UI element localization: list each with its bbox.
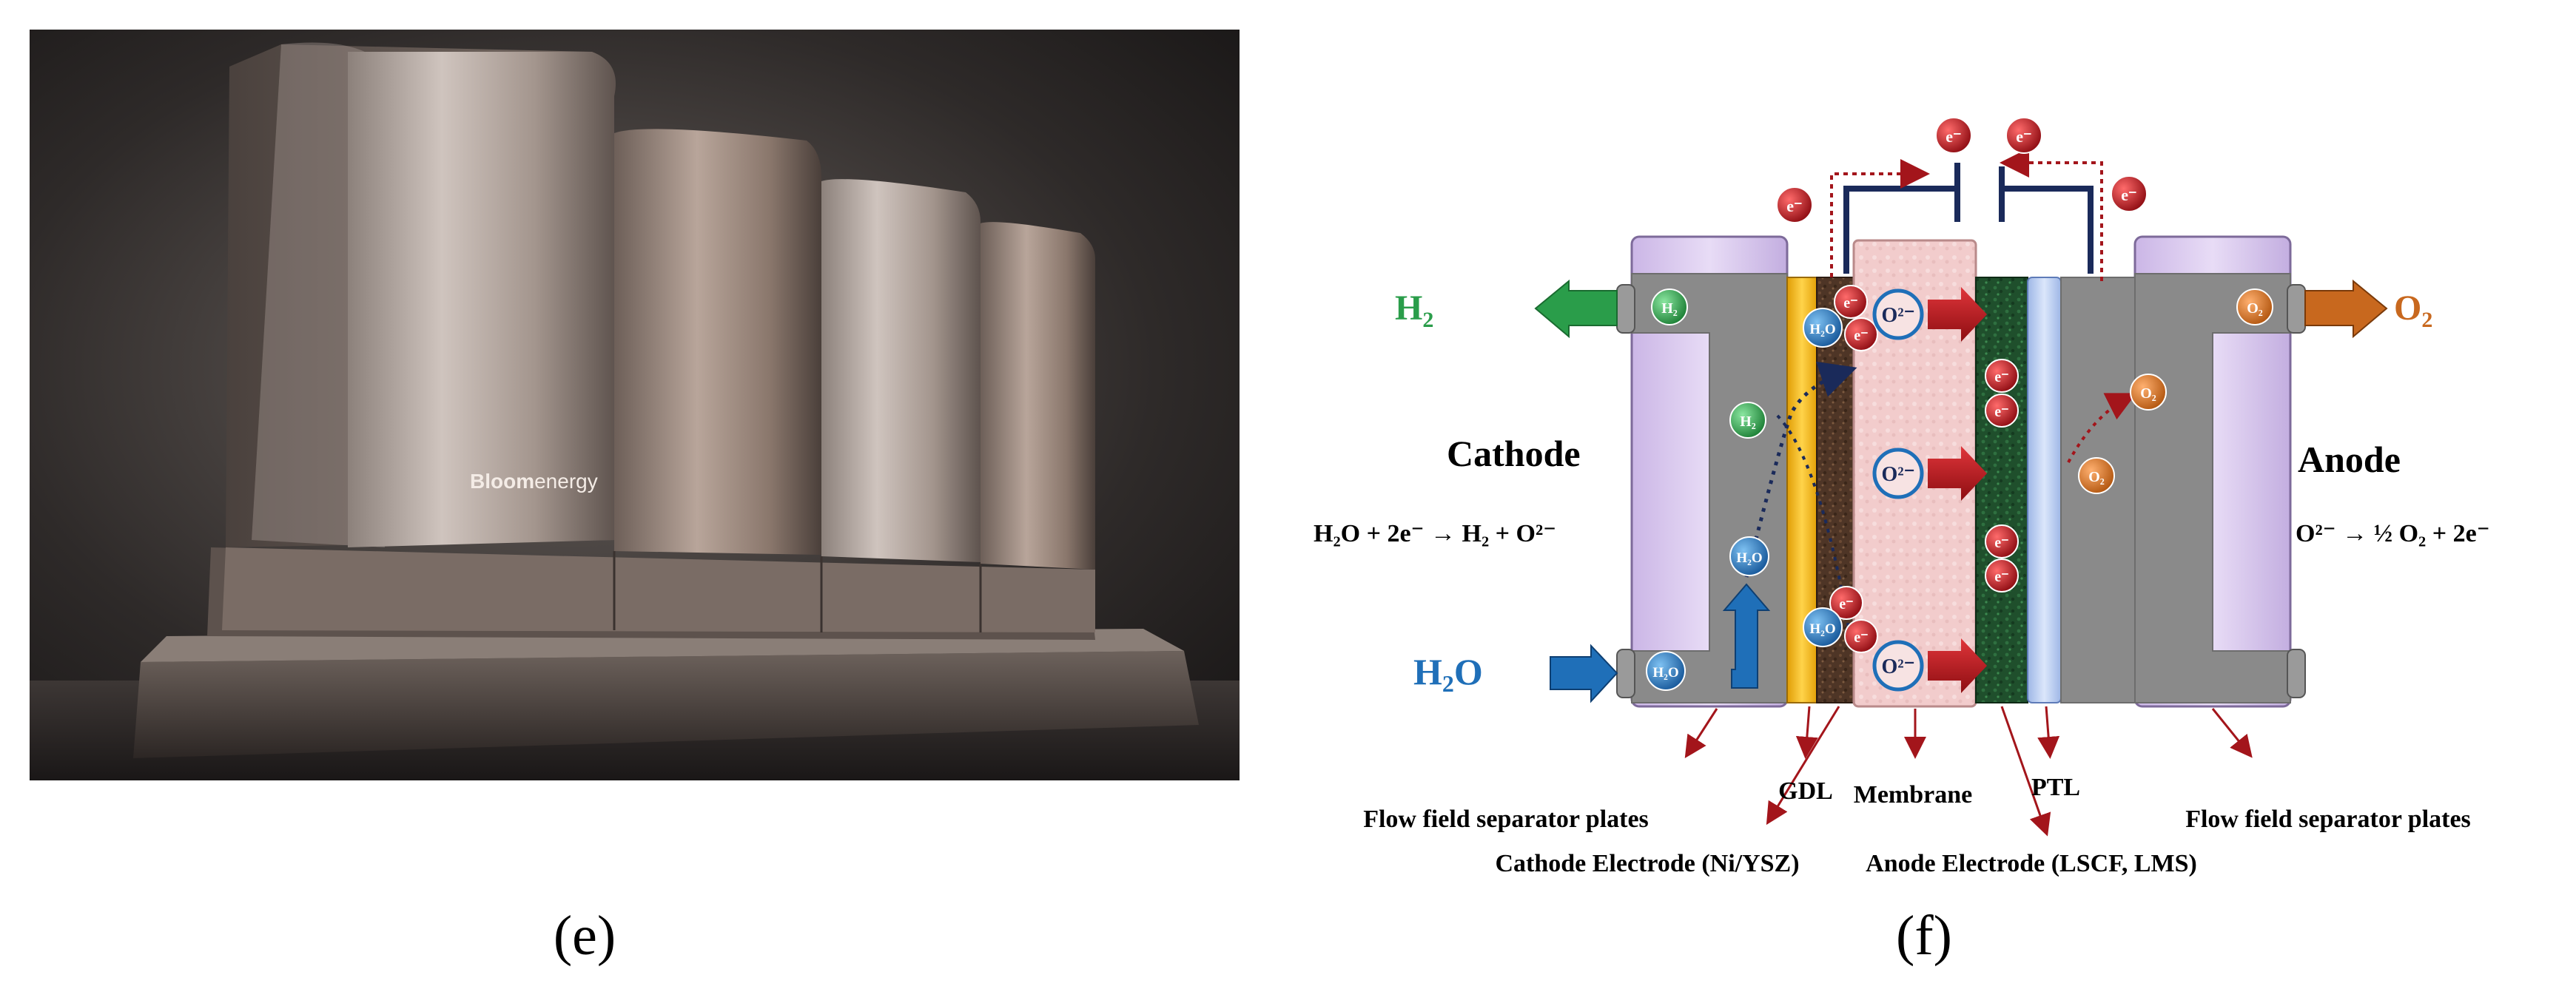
svg-text:e⁻: e⁻ xyxy=(1994,369,2008,385)
caption-f: (f) xyxy=(1896,905,1952,967)
membrane-label: Membrane xyxy=(1854,781,1973,809)
hydrogen-bubbles: H₂ H₂ xyxy=(1651,288,1766,439)
anode-electrode-label: Anode Electrode (LSCF, LMS) xyxy=(1866,850,2197,877)
cathode-electrode-label: Cathode Electrode (Ni/YSZ) xyxy=(1495,850,1799,877)
svg-text:H₂: H₂ xyxy=(1661,300,1678,317)
svg-text:e⁻: e⁻ xyxy=(2016,127,2031,146)
water-bubbles: H₂O H₂O H₂O H₂O xyxy=(1646,308,1843,691)
h2o-in-label: H2O xyxy=(1413,651,1483,697)
anode-title: Anode xyxy=(2298,439,2401,480)
svg-text:e⁻: e⁻ xyxy=(1994,535,2008,551)
svg-text:O₂: O₂ xyxy=(2140,385,2156,402)
svg-text:e⁻: e⁻ xyxy=(1946,127,1961,146)
svg-text:H₂O: H₂O xyxy=(1809,322,1835,337)
svg-text:e⁻: e⁻ xyxy=(1994,569,2008,585)
svg-text:H₂O: H₂O xyxy=(1736,550,1762,566)
anode-equation: O²⁻ → ½ O₂ + 2e⁻ xyxy=(2296,520,2490,547)
h2-out-label: H2 xyxy=(1395,288,1433,332)
oxygen-path xyxy=(2067,393,2137,463)
cabinet-2 xyxy=(614,129,821,555)
soec-diagram: e⁻ e⁻ e⁻ e⁻ e⁻ e⁻ e⁻ e⁻ e⁻ e⁻ e⁻ e⁻ O²⁻ … xyxy=(1258,0,2576,989)
svg-text:O²⁻: O²⁻ xyxy=(1882,304,1915,327)
svg-text:O²⁻: O²⁻ xyxy=(1882,655,1915,678)
oxide-arrows xyxy=(1928,287,1987,693)
svg-text:O₂: O₂ xyxy=(2088,469,2105,485)
electron-bubbles: e⁻ e⁻ e⁻ e⁻ e⁻ e⁻ e⁻ e⁻ e⁻ e⁻ e⁻ e⁻ xyxy=(1776,117,2148,653)
svg-text:H₂O: H₂O xyxy=(1652,665,1678,681)
o2-out-label: O2 xyxy=(2394,288,2432,332)
cathode-title: Cathode xyxy=(1447,433,1581,474)
gdl-label: GDL xyxy=(1778,777,1833,805)
cabinet-4 xyxy=(981,222,1095,570)
svg-text:e⁻: e⁻ xyxy=(2121,186,2136,204)
external-circuit xyxy=(1843,163,2094,274)
svg-text:e⁻: e⁻ xyxy=(1786,197,1802,215)
svg-text:H₂: H₂ xyxy=(1740,414,1756,430)
flow-plate-right-label: Flow field separator plates xyxy=(2185,806,2471,833)
h2o-up-arrow xyxy=(1722,583,1771,689)
electron-path-right xyxy=(2000,148,2103,281)
svg-text:O²⁻: O²⁻ xyxy=(1882,463,1915,486)
caption-e: (e) xyxy=(553,905,616,967)
ptl-layer xyxy=(2027,277,2062,703)
hydrogen-path xyxy=(1744,361,1857,578)
oxide-bubbles: O²⁻ O²⁻ O²⁻ xyxy=(1872,288,1924,692)
bloom-energy-photo: Bloomenergy xyxy=(30,30,1240,780)
svg-text:H₂O: H₂O xyxy=(1809,621,1835,637)
svg-text:O₂: O₂ xyxy=(2247,300,2263,317)
oxygen-bubbles: O₂ O₂ O₂ xyxy=(2078,288,2273,494)
anode-electrode-layer xyxy=(1975,277,2028,703)
svg-text:e⁻: e⁻ xyxy=(1854,629,1868,646)
flow-plate-left-label: Flow field separator plates xyxy=(1363,806,1649,833)
bloom-logo: Bloomenergy xyxy=(470,470,598,493)
o2-out-arrow xyxy=(2304,279,2388,339)
cabinet-1 xyxy=(348,52,616,547)
svg-text:e⁻: e⁻ xyxy=(1994,404,2008,420)
h2o-in-arrow xyxy=(1550,644,1618,703)
svg-text:e⁻: e⁻ xyxy=(1843,295,1857,311)
h2-out-arrow xyxy=(1534,279,1618,339)
cathode-equation: H₂O + 2e⁻ → H₂ + O²⁻ xyxy=(1314,520,1556,547)
svg-text:e⁻: e⁻ xyxy=(1854,328,1868,344)
ptl-label: PTL xyxy=(2031,774,2080,801)
cabinet-3 xyxy=(821,179,981,563)
svg-text:e⁻: e⁻ xyxy=(1839,596,1853,612)
